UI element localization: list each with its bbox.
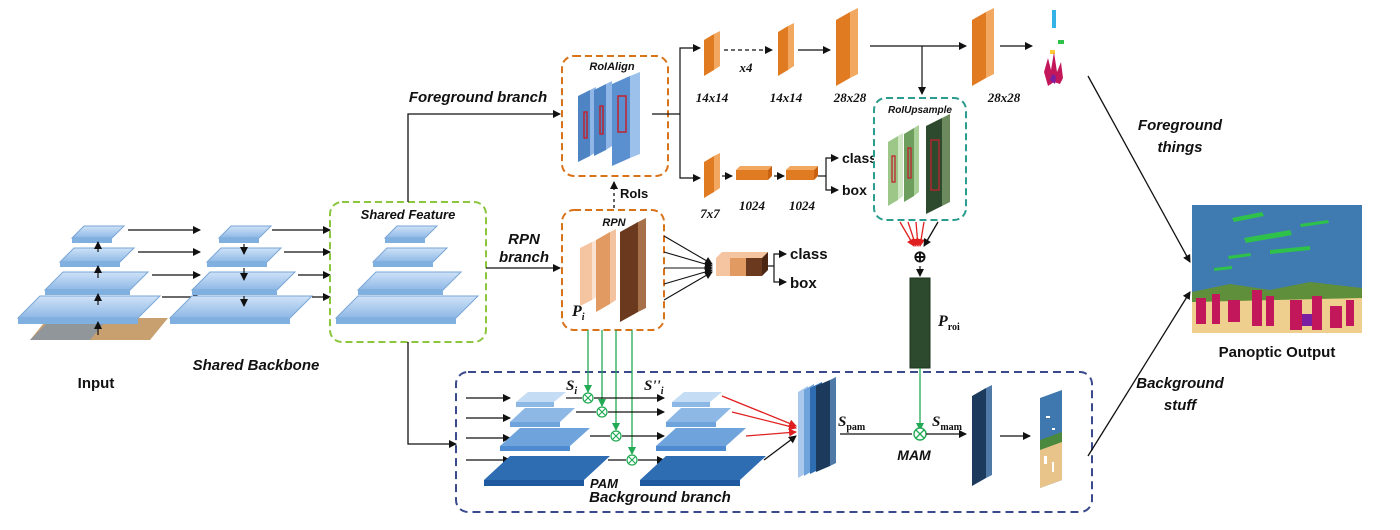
foreground-branch-arrow: Foreground branch	[407, 89, 561, 202]
input-pyramid: Input	[16, 225, 168, 392]
background-stuff-output	[1040, 390, 1062, 488]
rpn-branch-arrow: RPN branch	[486, 231, 561, 272]
panoptic-output-label: Panoptic Output	[1219, 344, 1336, 361]
background-pyramid-2	[640, 392, 766, 486]
s-pam-stack: Spam	[798, 377, 912, 478]
mam-node: Smam MAM	[897, 414, 967, 463]
sum-symbol: ⊕	[913, 249, 926, 266]
x4-label: x4	[739, 60, 754, 75]
size-14a: 14x14	[696, 90, 729, 105]
shared-to-background-arrow	[407, 342, 457, 448]
roiupsample-to-sum: ⊕	[899, 221, 939, 277]
p-roi-label: Proi	[937, 313, 960, 333]
shared-backbone-label: Shared Backbone	[193, 357, 320, 374]
background-stuff-label-2: stuff	[1164, 397, 1198, 414]
class-rpn: class	[790, 246, 828, 263]
background-pyramid-1	[484, 392, 610, 486]
merge-lines	[1087, 75, 1191, 457]
p-i-label: Pi	[571, 303, 585, 323]
background-stuff-label-1: Background	[1136, 375, 1224, 392]
rois-label: RoIs	[620, 186, 648, 201]
s-pam-label: Spam	[838, 414, 866, 433]
foreground-mask-output	[1044, 10, 1064, 86]
size-14b: 14x14	[770, 90, 803, 105]
rpn-head: class box	[663, 235, 828, 301]
rpn-branch-label-1: RPN	[508, 231, 541, 248]
roialign-label: RoIAlign	[589, 61, 634, 73]
rpn-box: RPN Pi	[561, 209, 665, 331]
backbone-to-shared-arrows	[272, 226, 331, 301]
foreground-things-label-2: things	[1158, 139, 1203, 156]
box-head: class box 7x7 1024 1024	[700, 150, 877, 221]
roiupsample-box: RoIUpsample	[873, 46, 967, 221]
background-branch-label: Background branch	[589, 489, 731, 506]
input-label: Input	[78, 375, 115, 392]
roiupsample-label: RoIUpsample	[888, 105, 952, 116]
pyramid-to-spam-arrows	[721, 395, 797, 461]
s-i-label: Si	[566, 378, 577, 397]
box-top: box	[842, 182, 867, 198]
input-to-backbone-arrows	[128, 226, 201, 301]
roialign-outputs	[652, 44, 701, 182]
rois-arrow: RoIs	[610, 181, 648, 208]
foreground-things-label-1: Foreground	[1138, 117, 1223, 134]
box-rpn: box	[790, 275, 817, 292]
s-mam-label: Smam	[932, 414, 963, 433]
foreground-branch-label: Foreground branch	[409, 89, 547, 106]
background-input-arrows	[466, 394, 511, 464]
background-output-feature	[972, 385, 1031, 486]
pam-multiply-nodes: Si S''i PAM	[566, 378, 665, 491]
rpn-label: RPN	[602, 217, 626, 229]
panoptic-output-image	[1192, 205, 1362, 333]
rpn-branch-label-2: branch	[499, 249, 549, 266]
roialign-box: RoIAlign	[561, 55, 669, 177]
s-dd-label: S''i	[644, 378, 664, 397]
fc-1024a: 1024	[739, 198, 766, 213]
p-roi-feature: Proi	[909, 277, 960, 431]
fc-1024b: 1024	[789, 198, 816, 213]
background-branch-box	[455, 371, 1093, 513]
size-28a: 28x28	[833, 90, 867, 105]
mam-label: MAM	[897, 447, 931, 463]
shared-feature-box: Shared Feature	[329, 201, 487, 343]
size-7: 7x7	[700, 206, 720, 221]
shared-feature-label: Shared Feature	[361, 207, 456, 222]
size-28b: 28x28	[987, 90, 1021, 105]
shared-backbone-pyramid: Shared Backbone	[168, 225, 320, 374]
rpn-to-pam-arrows	[584, 330, 636, 455]
class-top: class	[842, 150, 877, 166]
mask-head: x4 14x14 14x14 28x28 28x28	[696, 8, 1033, 105]
pam-label: PAM	[590, 476, 619, 491]
